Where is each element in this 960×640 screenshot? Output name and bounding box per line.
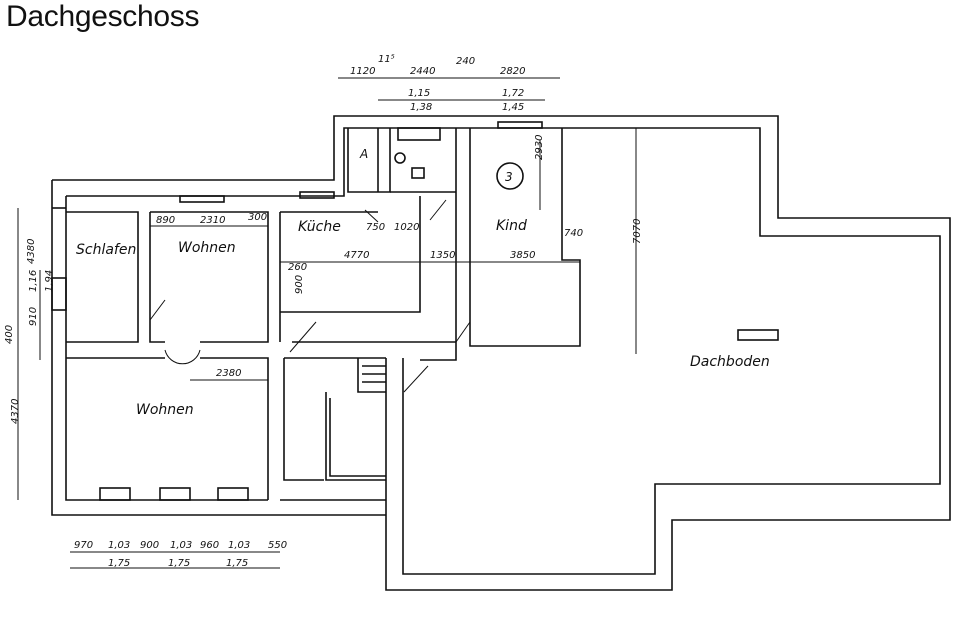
stair: [357, 358, 386, 393]
dim-wohnen-1: 890: [156, 215, 175, 226]
plan-title: Dachgeschoss: [6, 0, 200, 33]
dachboden-inner-wall: [402, 127, 941, 575]
dim-top-4: 240: [456, 56, 475, 67]
dim-kueche-2: 1020: [394, 222, 419, 233]
dim-bottom-6: 1,03: [228, 540, 250, 551]
dim-top-sub-1: 1,15: [408, 88, 430, 99]
dim-kind-1: 2930: [534, 135, 545, 160]
dim-dachboden-1: 7070: [632, 219, 643, 244]
bad-label: A: [359, 147, 368, 161]
dim-top-1: 1120: [350, 66, 375, 77]
dim-top-sub-4: 1,45: [502, 102, 524, 113]
dim-kueche-6: 260: [288, 262, 307, 273]
room-label-schlafen: Schlafen: [76, 242, 136, 258]
dim-left-4: 910: [28, 307, 39, 326]
dim-bottom-sub-1: 1,75: [108, 558, 130, 569]
dim-bottom-sub-2: 1,75: [168, 558, 190, 569]
room-label-kueche: Küche: [298, 219, 341, 235]
dim-top-sub-3: 1,72: [502, 88, 524, 99]
dim-left-3: 1,94: [44, 270, 55, 292]
schlafen-walls: [66, 211, 139, 343]
dim-left-6: 4370: [10, 399, 21, 424]
dim-top-5: 2820: [500, 66, 525, 77]
bad-walls: [347, 128, 391, 193]
dachboden-outer-wall: [385, 115, 951, 591]
dim-wohnen-2: 2310: [200, 215, 225, 226]
dim-bottom-7: 550: [268, 540, 287, 551]
dim-kueche-5: 3850: [510, 250, 535, 261]
room-label-wohnen-top: Wohnen: [178, 240, 236, 256]
dim-left-5: 400: [4, 325, 15, 344]
dim-kueche-1: 750: [366, 222, 385, 233]
dim-left-2: 1,16: [28, 270, 39, 292]
dim-bottom-2: 1,03: [108, 540, 130, 551]
kind-room-walls: [469, 128, 581, 347]
dim-wohnen-3: 300: [248, 212, 267, 223]
dim-bottom-4: 1,03: [170, 540, 192, 551]
dim-bottom-3: 900: [140, 540, 159, 551]
dim-bottom-1: 970: [74, 540, 93, 551]
dim-top-sub-2: 1,38: [410, 102, 432, 113]
room-number: 3: [505, 170, 513, 184]
dim-top-2: 11⁵: [378, 54, 395, 65]
dim-left-1: 4380: [26, 239, 37, 264]
apartment-outer-wall: [52, 115, 545, 181]
dim-bottom-5: 960: [200, 540, 219, 551]
dim-kind-2: 740: [564, 228, 583, 239]
room-number-marker: [496, 162, 524, 190]
dim-kueche-3: 4770: [344, 250, 369, 261]
dim-wohnen-4: 2380: [216, 368, 241, 379]
dim-top-3: 2440: [410, 66, 435, 77]
room-label-dachboden: Dachboden: [690, 354, 770, 370]
dim-kueche-4: 1350: [430, 250, 455, 261]
apartment-inner-top: [66, 127, 562, 197]
dim-bottom-sub-3: 1,75: [226, 558, 248, 569]
room-label-wohnen-bottom: Wohnen: [136, 402, 194, 418]
dim-kueche-7: 900: [294, 275, 305, 294]
room-label-kind: Kind: [496, 218, 527, 234]
